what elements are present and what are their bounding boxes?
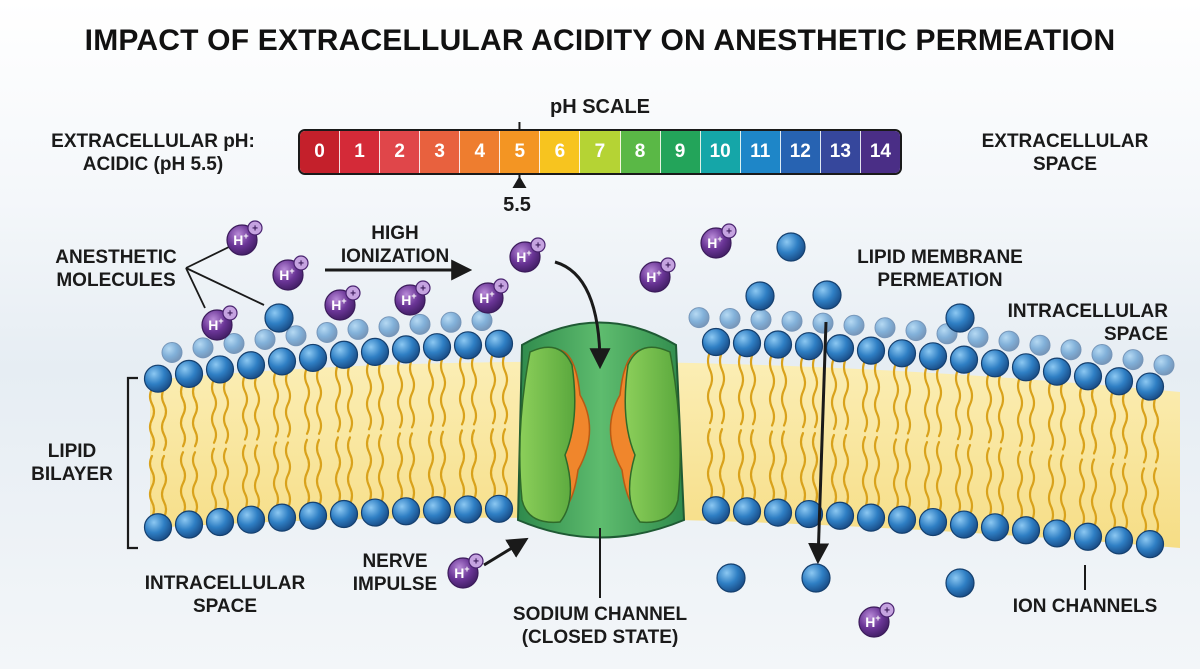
lipid-bilayer-label: LIPID BILAYER <box>31 441 113 485</box>
svg-text:+: + <box>298 259 304 270</box>
svg-text:+: + <box>535 241 541 252</box>
high-ionization-label: HIGH IONIZATION <box>340 223 450 267</box>
svg-text:+: + <box>884 606 890 617</box>
extracellular-space-label: EXTRACELLULAR SPACE <box>981 131 1149 175</box>
ph-marker-triangle <box>512 176 527 188</box>
ph-cell-2: 2 <box>380 131 421 173</box>
ph-cell-4: 4 <box>460 131 501 173</box>
nerve-impulse-label: NERVE IMPULSE <box>352 551 438 595</box>
ph-cell-9: 9 <box>660 131 701 173</box>
svg-text:+: + <box>665 261 671 272</box>
lipid-bilayer-bracket <box>126 376 138 550</box>
intracellular-space-left-label: INTRACELLULAR SPACE <box>144 573 306 617</box>
svg-text:+: + <box>473 557 479 568</box>
lipid-heads <box>143 307 1175 559</box>
sodium-channel-label: SODIUM CHANNEL (CLOSED STATE) <box>512 604 688 648</box>
molecules: H++H++H++H++H++H++H++H++H++H++H++ <box>201 220 975 638</box>
ph-cell-8: 8 <box>620 131 661 173</box>
channel-block-arrow <box>554 260 611 370</box>
sodium-channel <box>516 321 686 539</box>
page-title: IMPACT OF EXTRACELLULAR ACIDITY ON ANEST… <box>84 24 1116 57</box>
permeation-arrow <box>808 321 830 565</box>
svg-text:+: + <box>420 284 426 295</box>
ph-cell-12: 12 <box>780 131 821 173</box>
ph-cell-1: 1 <box>340 131 381 173</box>
nerve-impulse-arrow <box>483 537 529 567</box>
lipid-membrane-permeation-label: LIPID MEMBRANE PERMEATION <box>857 247 1023 291</box>
ph-marker-label: 5.5 <box>503 194 531 216</box>
ion-channels-label: ION CHANNELS <box>1012 596 1158 617</box>
intracellular-space-right-label: INTRACELLULAR SPACE <box>1007 301 1168 345</box>
ph-cell-14: 14 <box>860 131 900 173</box>
ph-cell-3: 3 <box>420 131 461 173</box>
svg-text:+: + <box>498 282 504 293</box>
anesthetic-pointer-lines <box>185 244 265 309</box>
svg-text:+: + <box>227 309 233 320</box>
ph-scale-title: pH SCALE <box>550 96 650 118</box>
ph-cell-13: 13 <box>820 131 861 173</box>
anesthetic-molecules-label: ANESTHETIC MOLECULES <box>55 247 177 291</box>
svg-text:+: + <box>350 289 356 300</box>
ph-cell-6: 6 <box>540 131 581 173</box>
sodium-channel-right-subunit <box>624 346 681 524</box>
sodium-channel-left-subunit <box>519 346 576 524</box>
ph-cell-10: 10 <box>700 131 741 173</box>
ph-cell-5: 5 <box>500 131 541 173</box>
ph-cell-7: 7 <box>580 131 621 173</box>
svg-text:+: + <box>252 224 258 235</box>
lipid-tails <box>148 350 1160 536</box>
svg-text:+: + <box>726 227 732 238</box>
ph-cell-11: 11 <box>740 131 781 173</box>
ph-cell-0: 0 <box>300 131 341 173</box>
extracellular-ph-label: EXTRACELLULAR pH: ACIDIC (pH 5.5) <box>51 131 255 175</box>
